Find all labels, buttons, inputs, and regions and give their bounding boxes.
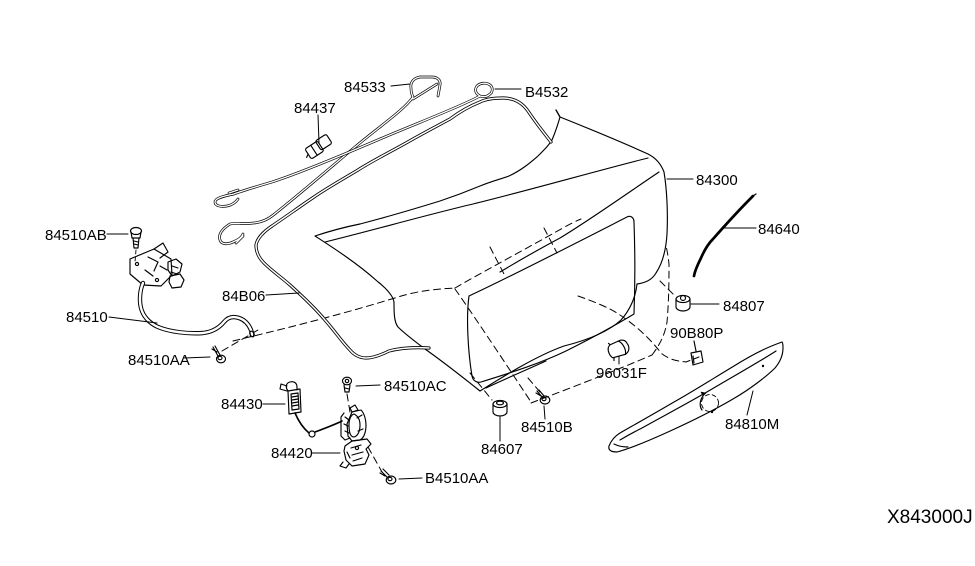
svg-text:84510: 84510 bbox=[66, 309, 108, 326]
svg-text:84420: 84420 bbox=[271, 445, 313, 462]
svg-text:84437: 84437 bbox=[294, 100, 336, 117]
svg-text:84300: 84300 bbox=[696, 172, 738, 189]
svg-text:84607: 84607 bbox=[481, 441, 523, 458]
svg-text:90B80P: 90B80P bbox=[670, 325, 723, 342]
svg-text:84533: 84533 bbox=[344, 79, 386, 96]
svg-text:84510AB: 84510AB bbox=[45, 227, 107, 244]
svg-text:84807: 84807 bbox=[723, 298, 765, 315]
svg-text:84430: 84430 bbox=[221, 396, 263, 413]
svg-text:96031F: 96031F bbox=[596, 365, 647, 382]
svg-text:84510AA: 84510AA bbox=[128, 352, 190, 369]
svg-text:84510AC: 84510AC bbox=[384, 378, 447, 395]
svg-text:84B06: 84B06 bbox=[222, 288, 265, 305]
svg-text:B4510AA: B4510AA bbox=[425, 470, 488, 487]
svg-text:84640: 84640 bbox=[758, 221, 800, 238]
svg-text:B4532: B4532 bbox=[525, 84, 568, 101]
svg-text:84510B: 84510B bbox=[521, 419, 573, 436]
svg-text:84810M: 84810M bbox=[725, 416, 779, 433]
svg-text:X843000J: X843000J bbox=[887, 507, 973, 528]
